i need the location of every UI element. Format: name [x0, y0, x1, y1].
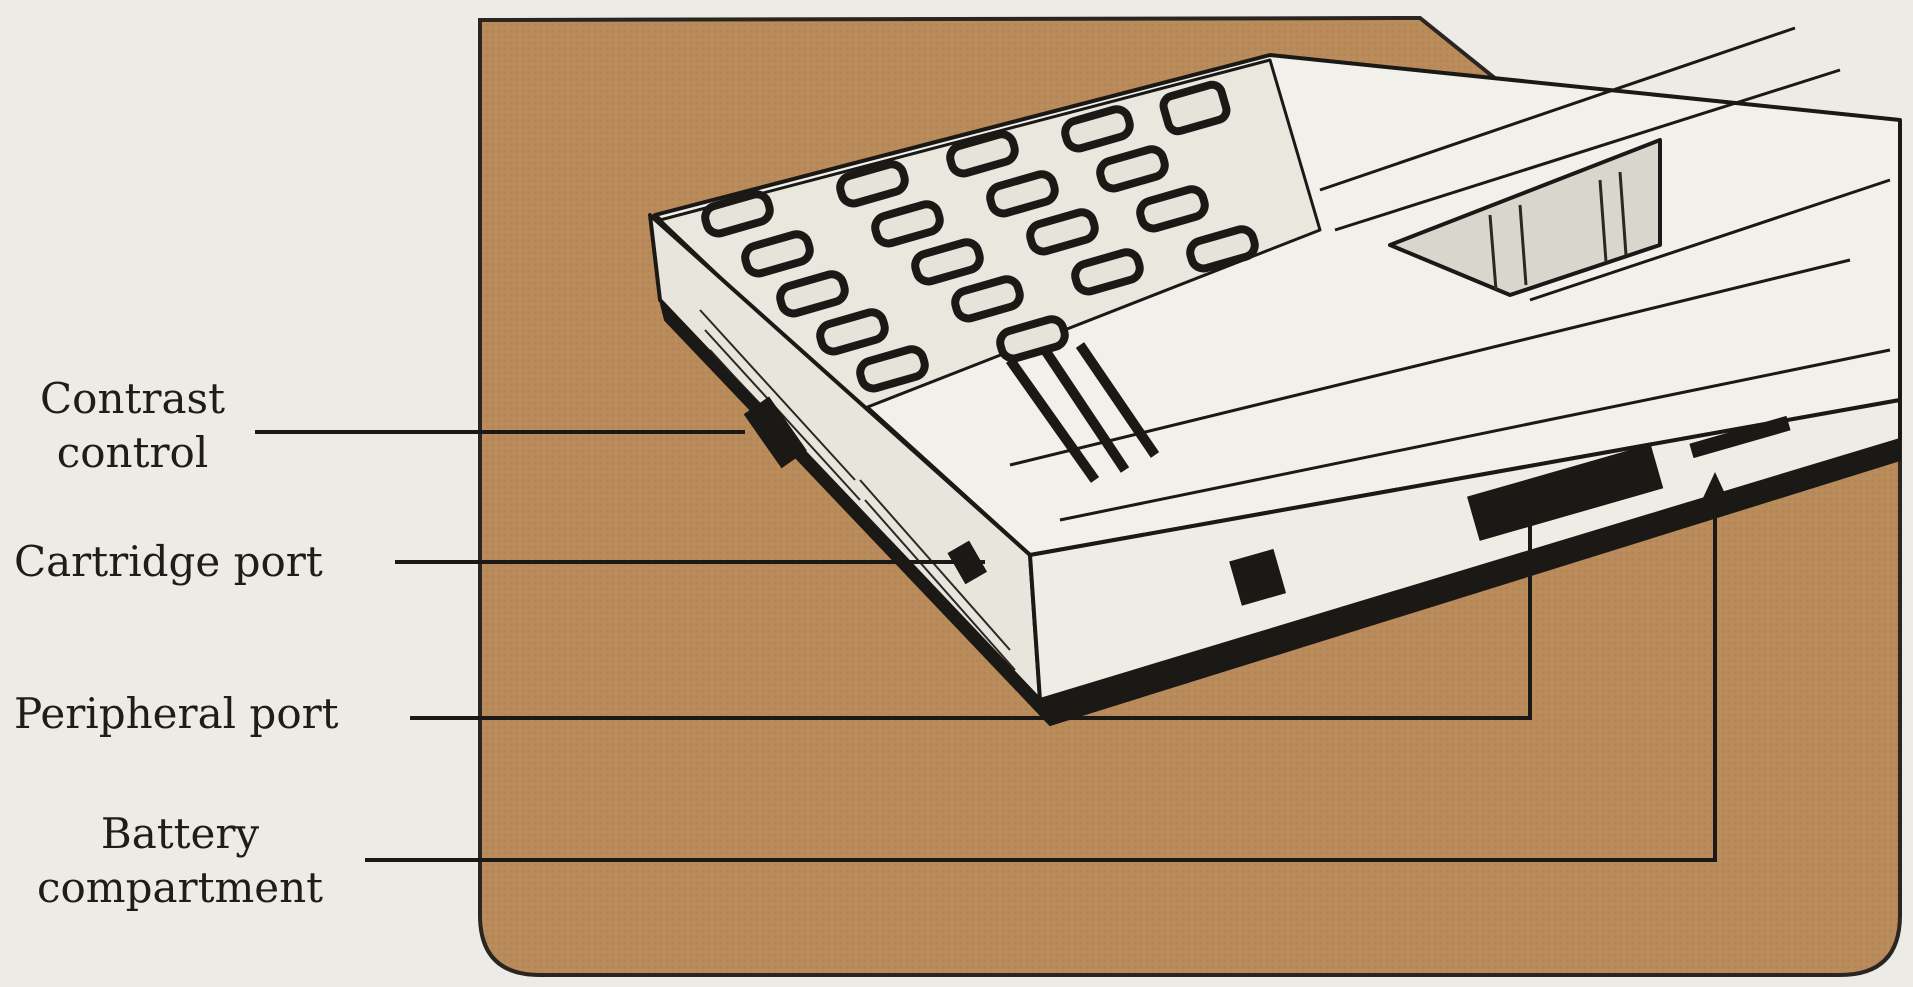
label-battery-line2: compartment — [20, 861, 340, 915]
label-contrast-control: Contrast control — [20, 372, 245, 480]
label-cartridge-port: Cartridge port — [14, 535, 323, 589]
label-contrast-line1: Contrast — [20, 372, 245, 426]
label-battery-compartment: Battery compartment — [20, 807, 340, 915]
label-battery-line1: Battery — [20, 807, 340, 861]
label-peripheral-port: Peripheral port — [14, 687, 339, 741]
label-contrast-line2: control — [20, 426, 245, 480]
